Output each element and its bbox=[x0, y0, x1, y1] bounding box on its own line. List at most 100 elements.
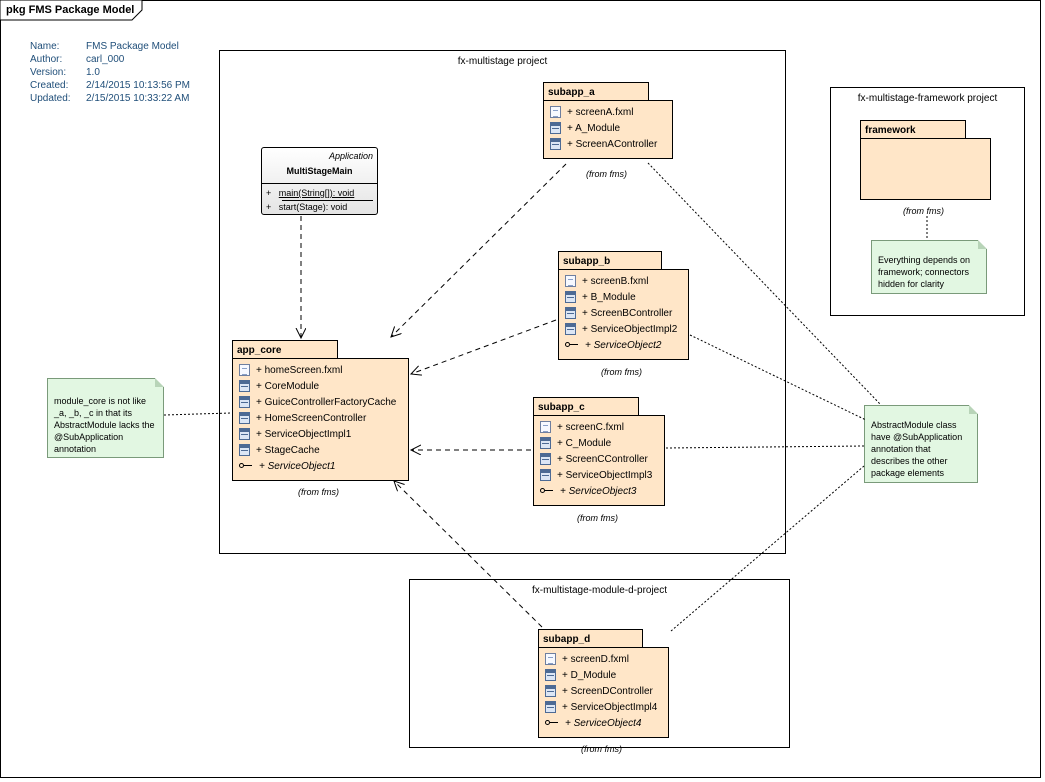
package-member[interactable]: + homeScreen.fxml bbox=[239, 362, 342, 378]
class-icon bbox=[565, 323, 576, 335]
from-label: (from fms) bbox=[601, 367, 642, 377]
operation-separator bbox=[282, 200, 373, 201]
note-link-subapp-d bbox=[670, 465, 865, 632]
subapp-c-package[interactable]: + screenC.fxml + C_Module + ScreenCContr… bbox=[533, 415, 665, 506]
operation-visibility: + bbox=[266, 202, 272, 212]
from-label: (from fms) bbox=[586, 169, 627, 179]
package-member[interactable]: + ScreenBController bbox=[565, 305, 672, 321]
package-member[interactable]: + screenB.fxml bbox=[565, 273, 648, 289]
member-label: + ServiceObjectImpl2 bbox=[582, 323, 678, 335]
class-icon bbox=[239, 428, 250, 440]
member-label: + ServiceObject1 bbox=[259, 460, 336, 472]
member-label: + A_Module bbox=[567, 122, 621, 134]
from-label: (from fms) bbox=[577, 513, 618, 523]
note-text: module_core is not like _a, _b, _c in th… bbox=[54, 396, 155, 454]
package-member[interactable]: + B_Module bbox=[565, 289, 636, 305]
member-label: + ServiceObject4 bbox=[565, 717, 642, 729]
package-member[interactable]: + A_Module bbox=[550, 120, 620, 136]
metadata-value: FMS Package Model bbox=[86, 41, 179, 52]
package-member[interactable]: + screenA.fxml bbox=[550, 104, 633, 120]
metadata-value: 2/14/2015 10:13:56 PM bbox=[86, 80, 190, 91]
diagram-title: pkg FMS Package Model bbox=[6, 4, 135, 16]
member-label: + D_Module bbox=[562, 669, 617, 681]
framework-note[interactable]: Everything depends on framework; connect… bbox=[871, 240, 987, 294]
boundary-framework-project[interactable]: fx-multistage-framework project bbox=[830, 87, 1025, 316]
member-label: + C_Module bbox=[557, 437, 612, 449]
package-member[interactable]: + ServiceObjectImpl2 bbox=[565, 321, 677, 337]
package-member[interactable]: + ServiceObject4 bbox=[545, 715, 641, 731]
class-icon bbox=[545, 685, 556, 697]
class-icon bbox=[540, 453, 551, 465]
boundary-multistage-project[interactable]: fx-multistage project bbox=[219, 50, 786, 554]
package-member[interactable]: + ScreenDController bbox=[545, 683, 653, 699]
metadata-label: Updated: bbox=[30, 93, 71, 104]
package-member[interactable]: + screenC.fxml bbox=[540, 419, 624, 435]
class-icon bbox=[545, 701, 556, 713]
dependency-subapp-d-to-core[interactable] bbox=[394, 481, 543, 628]
interface-icon bbox=[545, 719, 559, 727]
package-member[interactable]: + ServiceObjectImpl4 bbox=[545, 699, 657, 715]
package-name: subapp_a bbox=[548, 87, 595, 98]
member-label: + ScreenAController bbox=[567, 138, 658, 150]
subapp-d-package[interactable]: + screenD.fxml + D_Module + ScreenDContr… bbox=[538, 647, 669, 738]
fxml-file-icon bbox=[550, 106, 561, 118]
class-icon bbox=[545, 669, 556, 681]
subapp-b-package[interactable]: + screenB.fxml + B_Module + ScreenBContr… bbox=[558, 269, 689, 360]
dependency-subapp-a-to-core[interactable] bbox=[391, 163, 567, 337]
package-member[interactable]: + CoreModule bbox=[239, 378, 319, 394]
note-link-module-core bbox=[163, 412, 232, 416]
package-member[interactable]: + D_Module bbox=[545, 667, 616, 683]
abstract-module-note[interactable]: AbstractModule class have @SubApplicatio… bbox=[864, 405, 978, 483]
package-member[interactable]: + ServiceObjectImpl3 bbox=[540, 467, 652, 483]
class-divider bbox=[262, 183, 377, 184]
interface-icon bbox=[239, 462, 253, 470]
package-member[interactable]: + StageCache bbox=[239, 442, 320, 458]
from-label: (from fms) bbox=[903, 206, 944, 216]
operation-signature: main(String[]): void bbox=[278, 188, 355, 198]
metadata-block: Name: FMS Package Model Author: carl_000… bbox=[30, 41, 230, 107]
metadata-value: 1.0 bbox=[86, 67, 100, 78]
metadata-label: Created: bbox=[30, 80, 69, 91]
class-icon bbox=[239, 444, 250, 456]
package-member[interactable]: + ServiceObject2 bbox=[565, 337, 661, 353]
boundary-title: fx-multistage-module-d-project bbox=[531, 585, 668, 596]
member-label: + StageCache bbox=[256, 444, 320, 456]
module-core-note[interactable]: module_core is not like _a, _b, _c in th… bbox=[47, 378, 164, 458]
member-label: + screenC.fxml bbox=[557, 421, 624, 433]
package-member[interactable]: + ServiceObject3 bbox=[540, 483, 636, 499]
boundary-title: fx-multistage-framework project bbox=[857, 93, 998, 104]
class-name: MultiStageMain bbox=[286, 166, 353, 176]
member-label: + ScreenDController bbox=[562, 685, 653, 697]
package-member[interactable]: + ScreenAController bbox=[550, 136, 657, 152]
from-label: (from fms) bbox=[298, 487, 339, 497]
boundary-title: fx-multistage project bbox=[457, 56, 548, 67]
package-member[interactable]: + ServiceObjectImpl1 bbox=[239, 426, 351, 442]
dependency-subapp-b-to-core[interactable] bbox=[411, 319, 557, 374]
package-member[interactable]: + ServiceObject1 bbox=[239, 458, 335, 474]
member-label: + HomeScreenController bbox=[256, 412, 367, 424]
package-member[interactable]: + ScreenCController bbox=[540, 451, 648, 467]
member-label: + ServiceObject2 bbox=[585, 339, 662, 351]
metadata-label: Name: bbox=[30, 41, 60, 52]
diagram-frame-tab bbox=[0, 0, 143, 21]
package-name: app_core bbox=[237, 345, 282, 356]
package-member[interactable]: + screenD.fxml bbox=[545, 651, 629, 667]
note-link-subapp-c bbox=[665, 445, 865, 449]
metadata-label: Version: bbox=[30, 67, 67, 78]
package-member[interactable]: + GuiceControllerFactoryCache bbox=[239, 394, 396, 410]
package-member[interactable]: + HomeScreenController bbox=[239, 410, 366, 426]
fxml-file-icon bbox=[565, 275, 576, 287]
app-core-package[interactable]: + homeScreen.fxml + CoreModule + GuiceCo… bbox=[232, 358, 409, 481]
framework-package[interactable] bbox=[860, 138, 991, 200]
package-name: subapp_c bbox=[538, 402, 585, 413]
subapp-a-package[interactable]: + screenA.fxml + A_Module + ScreenAContr… bbox=[543, 100, 673, 159]
multistagemain-class[interactable]: Application MultiStageMain + main(String… bbox=[261, 147, 378, 215]
member-label: + ServiceObjectImpl4 bbox=[562, 701, 658, 713]
note-link-subapp-a bbox=[647, 162, 882, 406]
member-label: + screenD.fxml bbox=[562, 653, 629, 665]
boundary-module-d-project[interactable]: fx-multistage-module-d-project bbox=[409, 579, 790, 748]
package-member[interactable]: + C_Module bbox=[540, 435, 611, 451]
metadata-value: 2/15/2015 10:33:22 AM bbox=[86, 93, 190, 104]
class-icon bbox=[239, 396, 250, 408]
member-label: + ServiceObjectImpl3 bbox=[557, 469, 653, 481]
